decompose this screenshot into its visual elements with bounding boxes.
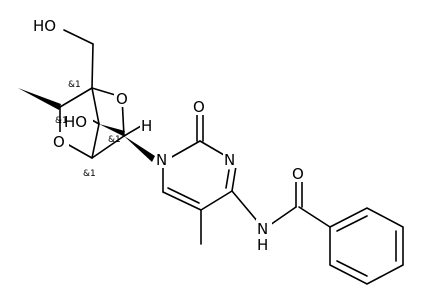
bond-layer [18, 29, 404, 285]
bond-canomeric-h [123, 125, 142, 137]
bond-n-camide [269, 206, 297, 226]
atom-oxygen-ring-left: O [53, 133, 65, 151]
bond-coh-wedge [99, 124, 125, 136]
benzene-double-1 [336, 215, 368, 232]
bond-canomeric-cbridge [91, 135, 125, 159]
benzene-double-3 [336, 260, 368, 277]
atom-oxygen-bridge: O [116, 90, 128, 108]
atom-hydroxyl-bridge: HO [64, 113, 87, 131]
stereo-mark-quaternary: &1 [68, 80, 81, 90]
bond-ch2-cq [91, 43, 94, 89]
stereo-descriptor-layer: &1 &1 &1 &1 [55, 80, 121, 179]
stereo-mark-anomeric: &1 [108, 135, 121, 145]
bond-camide-cipso [298, 206, 331, 228]
atom-hydroxyl-top: HO [33, 17, 56, 35]
bond-o-ch2 [63, 29, 94, 45]
bond-n1-c2 [169, 140, 201, 159]
atom-amide-nitrogen: N [257, 220, 268, 238]
stereo-mark-bridgehead: &1 [83, 169, 96, 179]
bond-n3-c4-double [225, 169, 230, 189]
bond-methyl-wedge [18, 88, 61, 110]
atom-nitrogen-n3: N [224, 151, 235, 169]
atom-oxygen-carbonyl: O [193, 98, 205, 116]
bond-c4-n [231, 190, 259, 223]
bond-coh-cbridge [91, 123, 100, 159]
bond-c5-c6 [162, 191, 202, 211]
bond-c2-n3 [199, 140, 225, 156]
atom-hydrogen-stereo: H [141, 117, 152, 135]
bond-anomeric-wedge [124, 136, 155, 162]
atom-label-layer: HO O O HO H O N N N H O [32, 15, 308, 254]
bond-c4-c5 [200, 190, 233, 211]
stereo-mark-methyl-carbon: &1 [55, 116, 68, 126]
atom-amide-hydrogen: H [257, 236, 268, 254]
bond-cq-coh [91, 87, 100, 125]
benzene-ring [329, 207, 404, 285]
atom-nitrogen-n1: N [156, 151, 167, 169]
bond-n3-c4 [231, 165, 237, 192]
bond-coh-o [91, 119, 100, 125]
bond-c5-c6-double [167, 187, 200, 204]
bond-cq-cmethyl [59, 87, 93, 108]
atom-oxygen-benzoyl: O [292, 165, 304, 183]
